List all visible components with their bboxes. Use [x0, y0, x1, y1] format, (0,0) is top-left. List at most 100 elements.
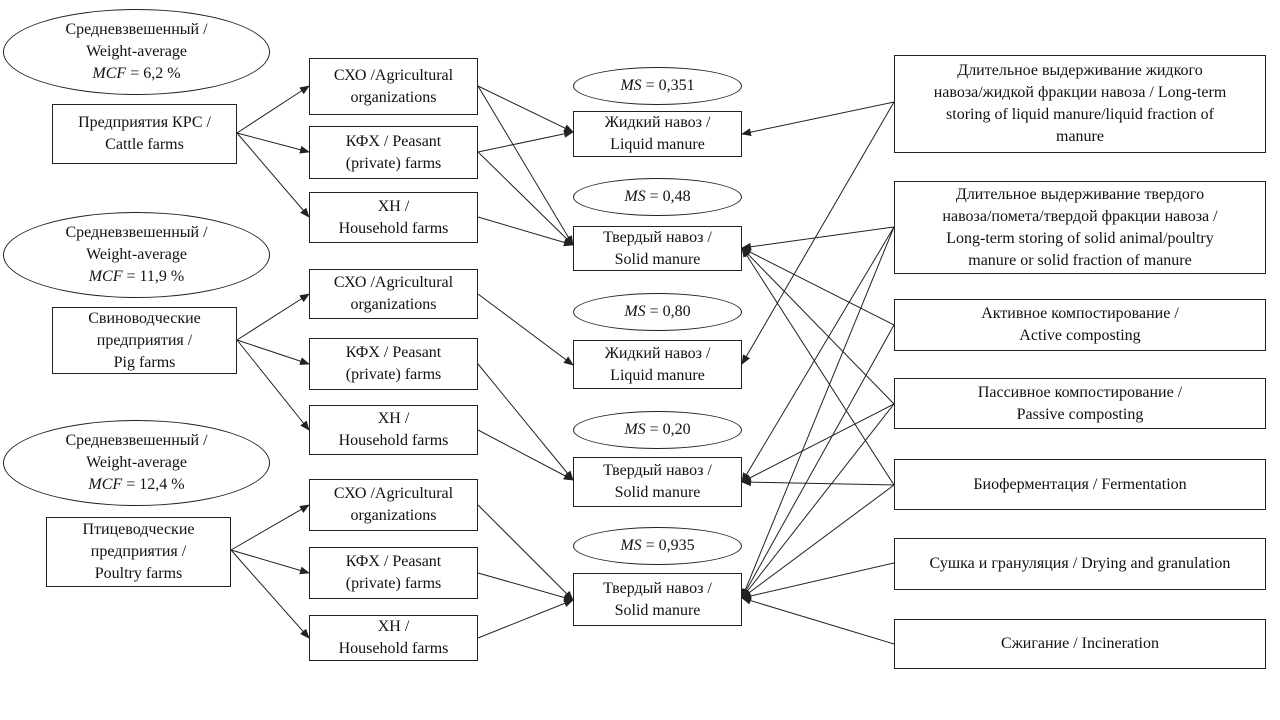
- box-line: Твердый навоз /: [603, 579, 712, 597]
- method-drying-granulation: Сушка и грануляция / Drying and granulat…: [894, 538, 1266, 590]
- org-peasant-farms-2: КФХ / Peasant (private) farms: [309, 338, 478, 390]
- method-long-term-solid-storage: Длительное выдерживание твердого навоза/…: [894, 181, 1266, 274]
- box-line: Liquid manure: [610, 366, 705, 384]
- ms-number: = 0,48: [645, 188, 691, 205]
- box-line: Passive composting: [1016, 405, 1144, 423]
- ms-symbol: MS: [624, 303, 646, 320]
- arrow-2: [236, 132, 310, 218]
- org-agricultural-organizations-1: СХО /Agricultural organizations: [309, 58, 478, 115]
- weight-average-label: Средневзвешенный /: [65, 432, 208, 449]
- arrow-34: [741, 596, 895, 645]
- ms-number: = 0,351: [641, 77, 695, 94]
- arrow-1: [236, 132, 310, 154]
- arrow-11: [477, 129, 574, 153]
- cattle-farms-box: Предприятия КРС / Cattle farms: [52, 104, 237, 164]
- box-line: (private) farms: [345, 154, 442, 172]
- org-peasant-farms-3: КФХ / Peasant (private) farms: [309, 547, 478, 599]
- arrow-22: [741, 226, 895, 251]
- org-peasant-farms-1: КФХ / Peasant (private) farms: [309, 126, 478, 179]
- arrow-14: [477, 293, 574, 366]
- box-line: Liquid manure: [610, 136, 705, 153]
- box-line: Твердый навоз /: [603, 462, 712, 479]
- arrow-32: [741, 484, 895, 599]
- box-line: Household farms: [338, 219, 449, 237]
- arrow-6: [230, 504, 310, 551]
- arrow-5: [236, 339, 310, 431]
- box-line: КФХ / Peasant: [345, 553, 442, 570]
- arrow-15: [477, 363, 574, 481]
- mcf-symbol: MCF: [92, 65, 127, 82]
- weight-average-label: Средневзвешенный /: [65, 21, 208, 38]
- box-line: Пассивное компостирование /: [977, 383, 1183, 401]
- solid-manure-box-3: Твердый навоз / Solid manure: [573, 573, 742, 626]
- arrow-26: [741, 324, 895, 599]
- solid-manure-box-2: Твердый навоз / Solid manure: [573, 457, 742, 507]
- arrow-12: [477, 151, 574, 246]
- arrow-31: [741, 478, 895, 487]
- weight-average-label-en: Weight-average: [86, 246, 187, 263]
- box-line: Solid manure: [614, 484, 701, 501]
- arrow-21: [741, 101, 895, 365]
- box-line: manure: [1056, 128, 1104, 145]
- arrow-30: [741, 247, 895, 486]
- arrow-33: [741, 562, 895, 600]
- ms-symbol: MS: [620, 77, 642, 94]
- box-line: Сушка и грануляция / Drying and granulat…: [929, 555, 1231, 572]
- method-fermentation: Биоферментация / Fermentation: [894, 459, 1266, 510]
- arrow-20: [741, 101, 895, 137]
- box-line: Poultry farms: [94, 565, 183, 582]
- arrow-8: [230, 549, 310, 639]
- box-line: (private) farms: [345, 575, 442, 592]
- weight-average-pig: Средневзвешенный / Weight-average MCF = …: [3, 212, 270, 298]
- box-line: Длительное выдерживание твердого: [955, 185, 1205, 203]
- box-line: organizations: [350, 507, 437, 524]
- box-line: Household farms: [338, 640, 449, 657]
- ms-value-2: MS = 0,48: [573, 178, 742, 216]
- poultry-farms-box: Птицеводческие предприятия / Poultry far…: [46, 517, 231, 587]
- box-line: Solid manure: [614, 601, 701, 619]
- arrow-28: [741, 403, 895, 483]
- solid-manure-box-1: Твердый навоз / Solid manure: [573, 226, 742, 271]
- box-line: навоза/помета/твердой фракции навоза /: [942, 207, 1218, 225]
- box-line: organizations: [350, 296, 437, 313]
- box-line: СХО /Agricultural: [333, 485, 454, 502]
- arrow-4: [236, 339, 310, 365]
- box-line: ХН /: [377, 618, 410, 635]
- org-household-farms-2: ХН / Household farms: [309, 405, 478, 455]
- ms-symbol: MS: [620, 537, 642, 554]
- mcf-symbol: MCF: [88, 268, 123, 285]
- arrow-16: [477, 429, 574, 481]
- liquid-manure-box-2: Жидкий навоз / Liquid manure: [573, 340, 742, 389]
- weight-average-cattle: Средневзвешенный / Weight-average MCF = …: [3, 9, 270, 95]
- box-line: Solid manure: [614, 250, 701, 268]
- box-line: Жидкий навоз /: [604, 114, 711, 131]
- box-line: СХО /Agricultural: [333, 66, 454, 84]
- org-agricultural-organizations-2: СХО /Agricultural organizations: [309, 269, 478, 319]
- arrow-24: [741, 226, 895, 599]
- method-long-term-liquid-storage: Длительное выдерживание жидкого навоза/ж…: [894, 55, 1266, 153]
- box-line: КФХ / Peasant: [345, 132, 442, 150]
- org-household-farms-1: ХН / Household farms: [309, 192, 478, 243]
- box-line: Активное компостирование /: [981, 305, 1179, 322]
- box-line: Длительное выдерживание жидкого: [957, 62, 1203, 79]
- method-active-composting: Активное компостирование / Active compos…: [894, 299, 1266, 351]
- ms-value-3: MS = 0,80: [573, 293, 742, 331]
- pig-farms-box: Свиноводческие предприятия / Pig farms: [52, 307, 237, 374]
- liquid-manure-box-1: Жидкий навоз / Liquid manure: [573, 111, 742, 157]
- ms-number: = 0,80: [645, 303, 691, 320]
- box-line: предприятия /: [90, 543, 187, 560]
- box-line: Pig farms: [113, 353, 176, 371]
- org-household-farms-3: ХН / Household farms: [309, 615, 478, 661]
- box-line: Long-term storing of solid animal/poultr…: [946, 229, 1214, 247]
- box-line: ХН /: [377, 410, 410, 427]
- org-agricultural-organizations-3: СХО /Agricultural organizations: [309, 479, 478, 531]
- ms-value-5: MS = 0,935: [573, 527, 742, 565]
- arrow-29: [741, 403, 895, 599]
- box-line: Cattle farms: [105, 136, 184, 153]
- ms-value-1: MS = 0,351: [573, 67, 742, 105]
- box-line: навоза/жидкой фракции навоза / Long-term: [933, 84, 1227, 101]
- box-line: (private) farms: [345, 366, 442, 383]
- box-line: Твердый навоз /: [603, 228, 712, 246]
- arrow-3: [236, 293, 310, 341]
- box-line: Предприятия КРС /: [78, 114, 211, 131]
